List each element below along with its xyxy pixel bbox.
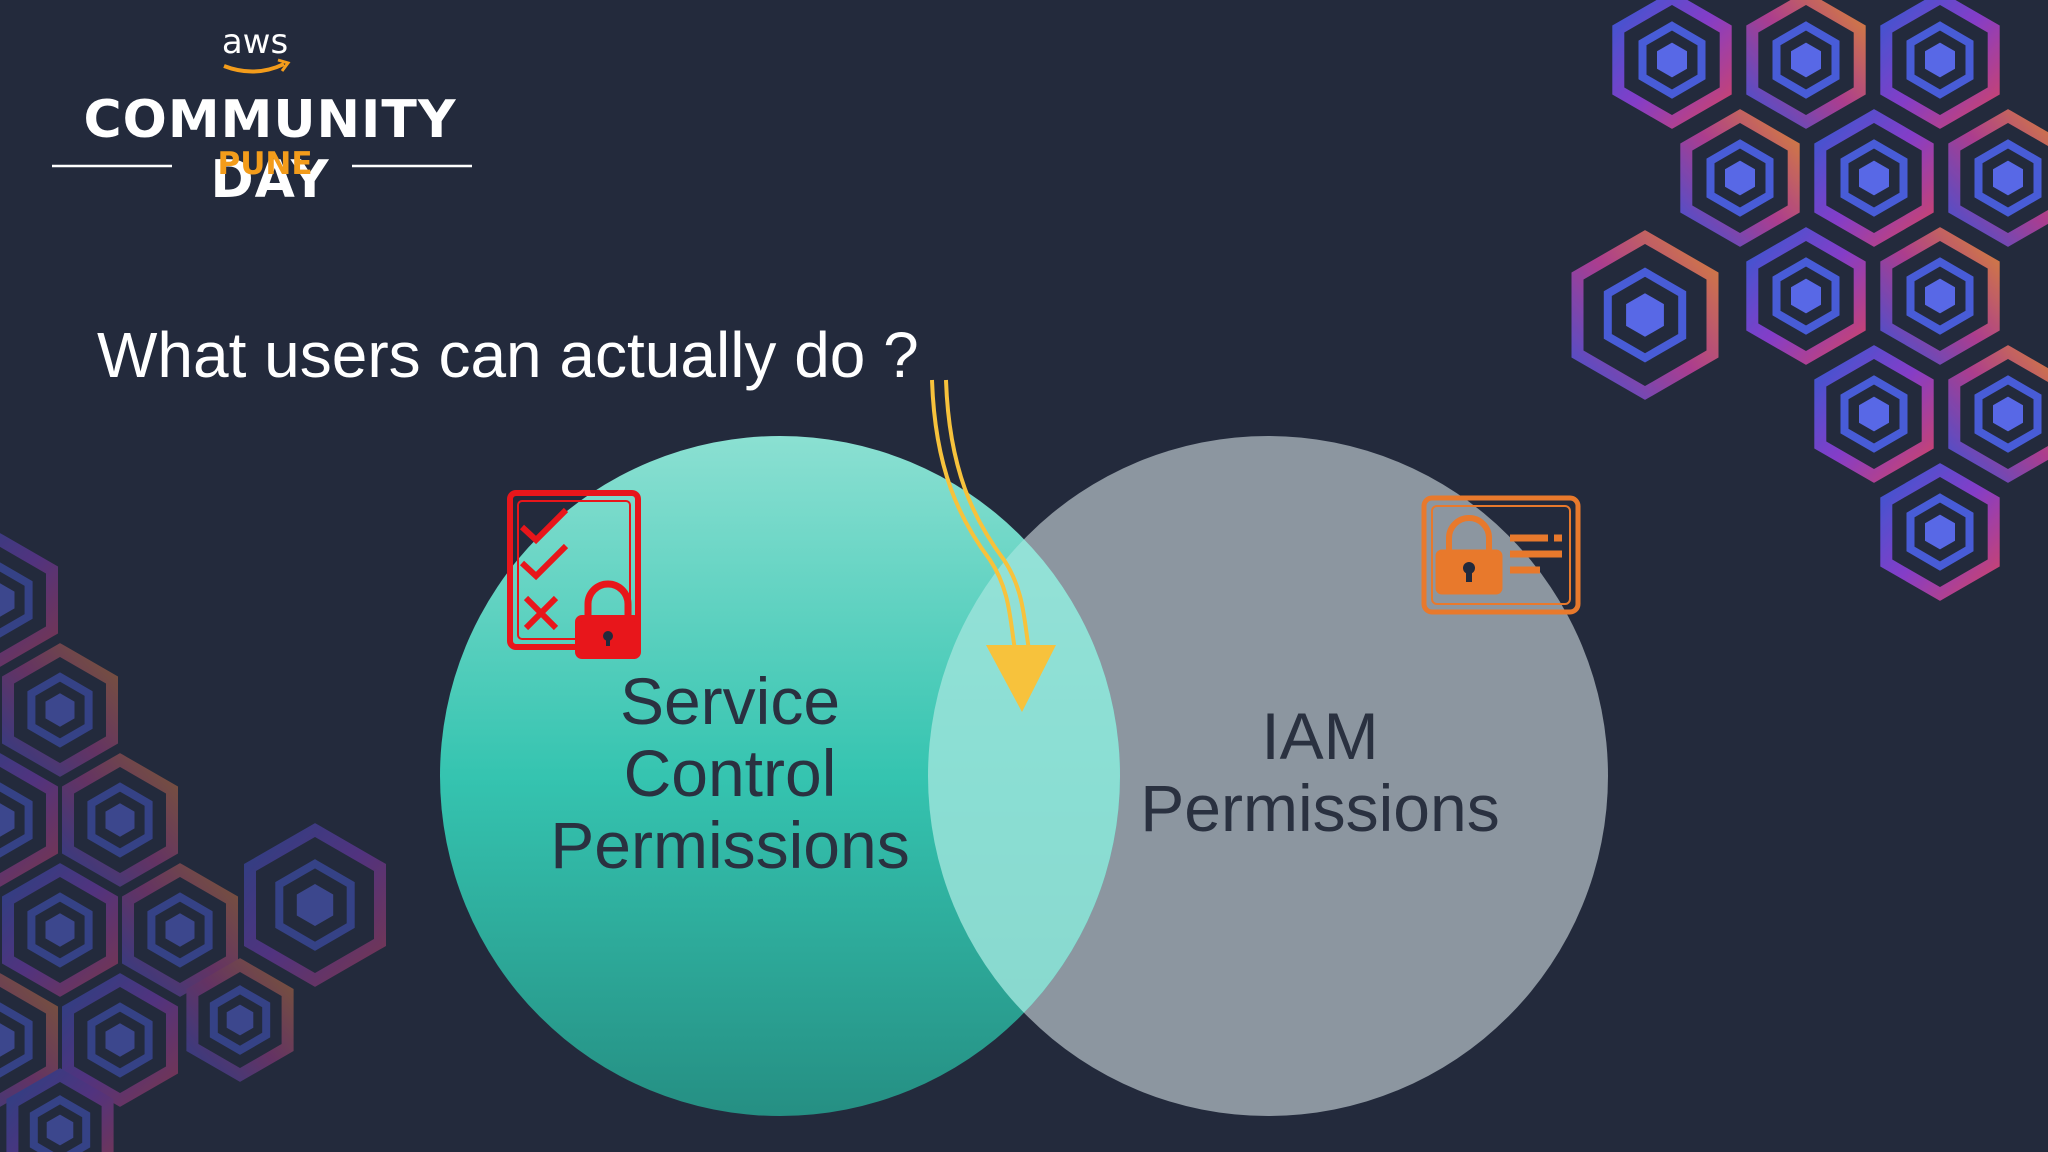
- id-card-lock-icon: [1421, 495, 1581, 615]
- decorative-hexagon-inner: [1906, 21, 1974, 99]
- decorative-cube: [1791, 42, 1821, 78]
- decorative-hexagon-inner: [1974, 139, 2042, 217]
- decorative-cube: [45, 913, 75, 947]
- decorative-hexagon-inner: [209, 985, 271, 1055]
- decorative-hexagon-inner: [1772, 21, 1840, 99]
- decorative-hexagon: [1680, 109, 1800, 247]
- decorative-hexagon: [1746, 0, 1866, 129]
- decorative-hexagon-inner: [1840, 139, 1908, 217]
- decorative-hexagon-inner: [27, 672, 93, 748]
- decorative-hexagon: [1814, 345, 1934, 483]
- decorative-cube: [1925, 42, 1955, 78]
- decorative-cube: [1859, 160, 1889, 196]
- scp-label-line: Control: [623, 736, 837, 810]
- decorative-hexagon: [186, 958, 294, 1082]
- decorative-cube: [226, 1004, 254, 1036]
- event-name: COMMUNITY DAY: [83, 90, 457, 210]
- decorative-hexagon: [1880, 463, 2000, 601]
- decorative-hexagon: [1880, 0, 2000, 129]
- aws-logo-text: aws: [221, 22, 289, 62]
- iam-circle-label: IAM Permissions: [1090, 700, 1550, 844]
- decorative-cube: [1993, 160, 2023, 196]
- decorative-hexagon: [1814, 109, 1934, 247]
- decorative-cube: [46, 1114, 74, 1146]
- decorative-hexagon-inner: [87, 1002, 153, 1078]
- decorative-hexagon: [0, 753, 58, 887]
- decorative-cube: [105, 1023, 135, 1057]
- decorative-hexagon: [6, 1068, 114, 1152]
- decorative-hexagon: [1612, 0, 1732, 129]
- decorative-hexagon-inner: [1706, 139, 1774, 217]
- decorative-hexagon-inner: [0, 1002, 33, 1078]
- decorative-hexagon: [1746, 227, 1866, 365]
- decorative-cube: [165, 913, 195, 947]
- decorative-cube: [105, 803, 135, 837]
- decorative-cube: [0, 583, 15, 617]
- decorative-hex-pattern-top-right: [1571, 0, 2048, 601]
- decorative-hexagon-inner: [1906, 493, 1974, 571]
- decorative-hexagon: [62, 973, 178, 1107]
- decorative-hexagon-inner: [87, 782, 153, 858]
- decorative-hexagon: [1948, 345, 2048, 483]
- decorative-hexagon-inner: [147, 892, 213, 968]
- decorative-cube: [45, 693, 75, 727]
- intersection-arrow: [930, 379, 1031, 651]
- decorative-hexagon-inner: [1906, 257, 1974, 335]
- decorative-hex-pattern-bottom-left: [0, 533, 386, 1152]
- decorative-hexagon-inner: [275, 859, 355, 951]
- decorative-cube: [1925, 514, 1955, 550]
- aws-logo-lines: [52, 58, 472, 168]
- decorative-cube: [1993, 396, 2023, 432]
- decorative-cube: [1791, 278, 1821, 314]
- decorative-hexagon-inner: [0, 562, 33, 638]
- decorative-hexagon-inner: [29, 1095, 91, 1152]
- scp-label-line: Service: [619, 664, 841, 738]
- decorative-hexagon-inner: [1840, 375, 1908, 453]
- decorative-cube: [0, 803, 15, 837]
- decorative-hexagon-inner: [1974, 375, 2042, 453]
- decorative-hexagon: [0, 533, 58, 667]
- scp-circle-label: Service Control Permissions: [500, 665, 960, 881]
- decorative-cube: [1725, 160, 1755, 196]
- decorative-cube: [0, 1023, 15, 1057]
- decorative-hexagon: [1, 863, 118, 997]
- iam-permissions-circle: [928, 436, 1608, 1116]
- decorative-cube: [1626, 293, 1664, 337]
- iam-label-line: IAM: [1261, 699, 1379, 773]
- arrow-head: [986, 645, 1056, 712]
- decorative-hexagon-inner: [1603, 267, 1687, 363]
- event-city: PUNE: [217, 146, 313, 182]
- decorative-hexagon: [62, 753, 178, 887]
- decorative-cube: [1657, 42, 1687, 78]
- decorative-hexagon: [1948, 109, 2048, 247]
- decorative-cube: [296, 884, 334, 926]
- decorative-hexagon: [122, 863, 238, 997]
- decorative-hexagon-inner: [1772, 257, 1840, 335]
- decorative-cube: [1925, 278, 1955, 314]
- policy-checklist-lock-icon: [507, 490, 641, 659]
- decorative-hexagon-inner: [1638, 21, 1706, 99]
- scp-label-line: Permissions: [550, 808, 910, 882]
- slide-title: What users can actually do ?: [97, 319, 919, 391]
- decorative-hexagon: [1571, 230, 1719, 400]
- decorative-hexagon: [1, 643, 118, 777]
- decorative-hexagon-inner: [0, 782, 33, 858]
- decorative-hexagon: [0, 973, 58, 1107]
- decorative-cube: [1859, 396, 1889, 432]
- decorative-hexagon: [244, 823, 386, 987]
- decorative-hexagon-inner: [27, 892, 93, 968]
- iam-label-line: Permissions: [1140, 771, 1500, 845]
- scp-permissions-circle: [440, 436, 1120, 1116]
- decorative-hexagon: [1880, 227, 2000, 365]
